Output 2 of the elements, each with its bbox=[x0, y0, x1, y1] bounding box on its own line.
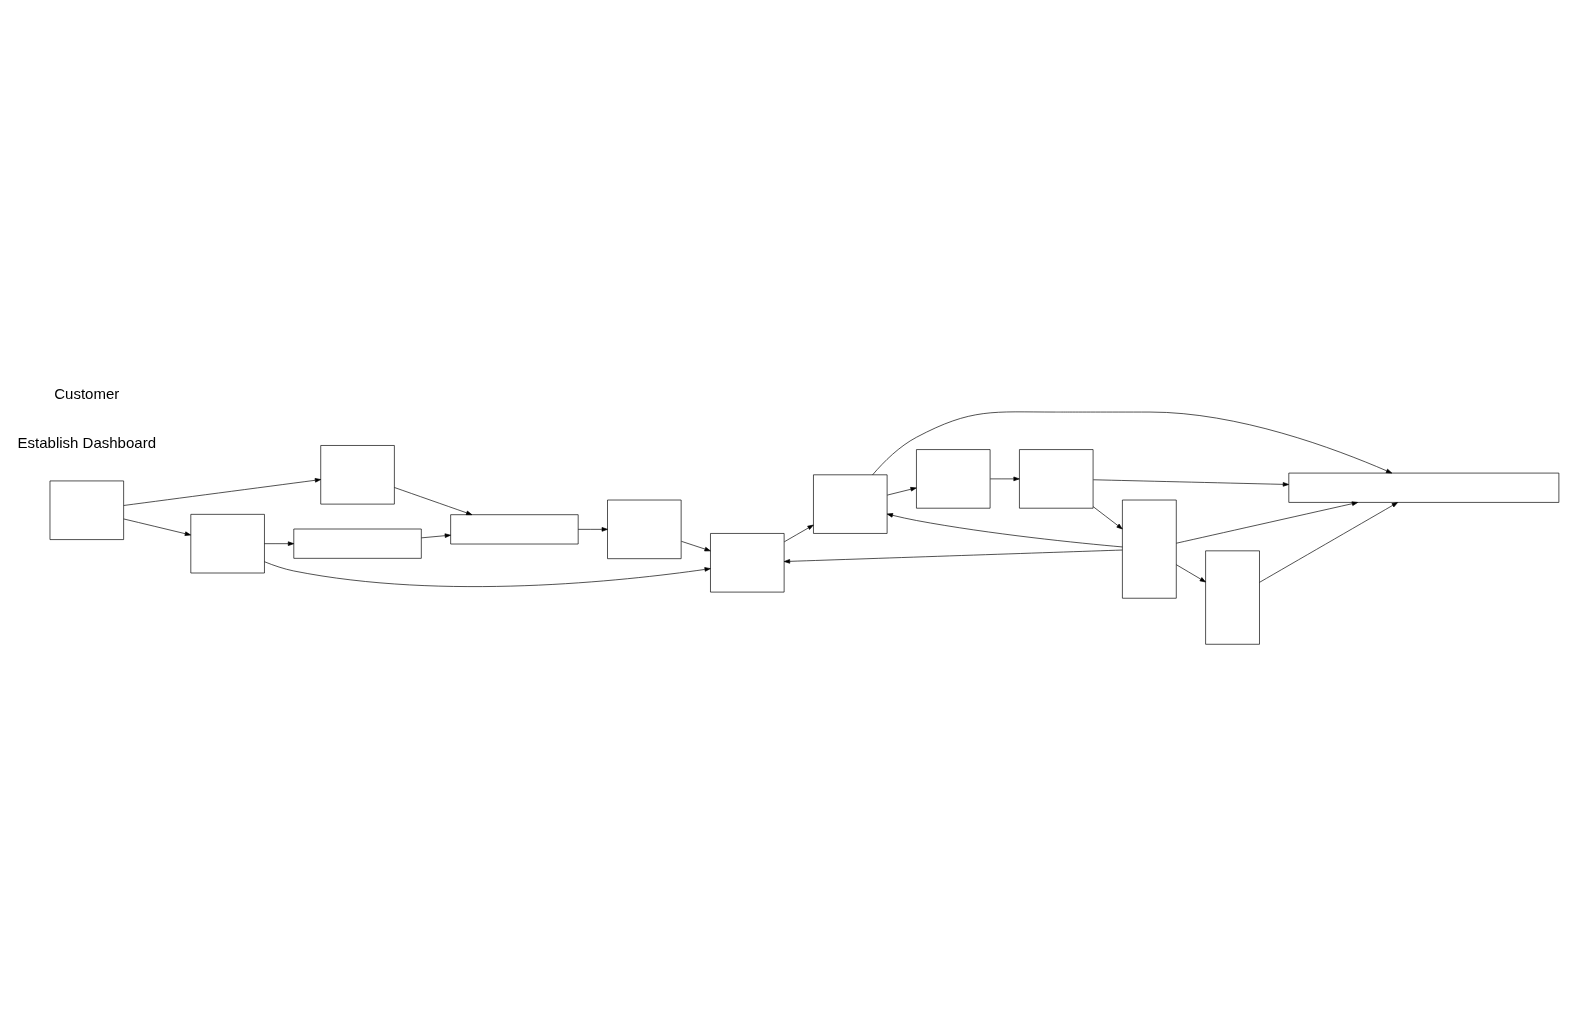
label: Customer bbox=[54, 384, 120, 402]
label: Establish Dashboard bbox=[17, 433, 157, 451]
